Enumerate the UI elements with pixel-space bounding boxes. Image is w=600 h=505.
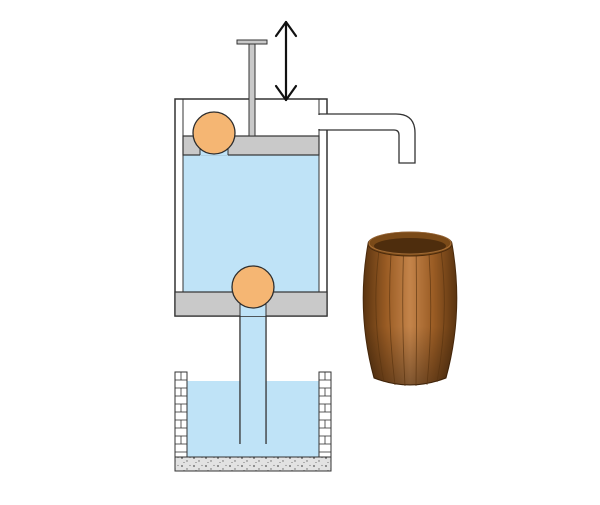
reservoir-left-wall	[174, 371, 188, 458]
barrel	[362, 231, 458, 387]
double-arrow-vertical-icon	[274, 20, 298, 102]
reservoir-floor	[174, 456, 332, 472]
outlet-spout	[318, 113, 416, 164]
upper-valve	[192, 111, 236, 155]
piston-handle	[236, 39, 268, 45]
reservoir-right-wall	[318, 371, 332, 458]
ball-valve-icon	[192, 111, 236, 155]
piston-rod	[248, 41, 256, 137]
lower-valve	[231, 265, 275, 309]
ball-valve-icon	[231, 265, 275, 309]
intake-pipe	[239, 313, 267, 444]
